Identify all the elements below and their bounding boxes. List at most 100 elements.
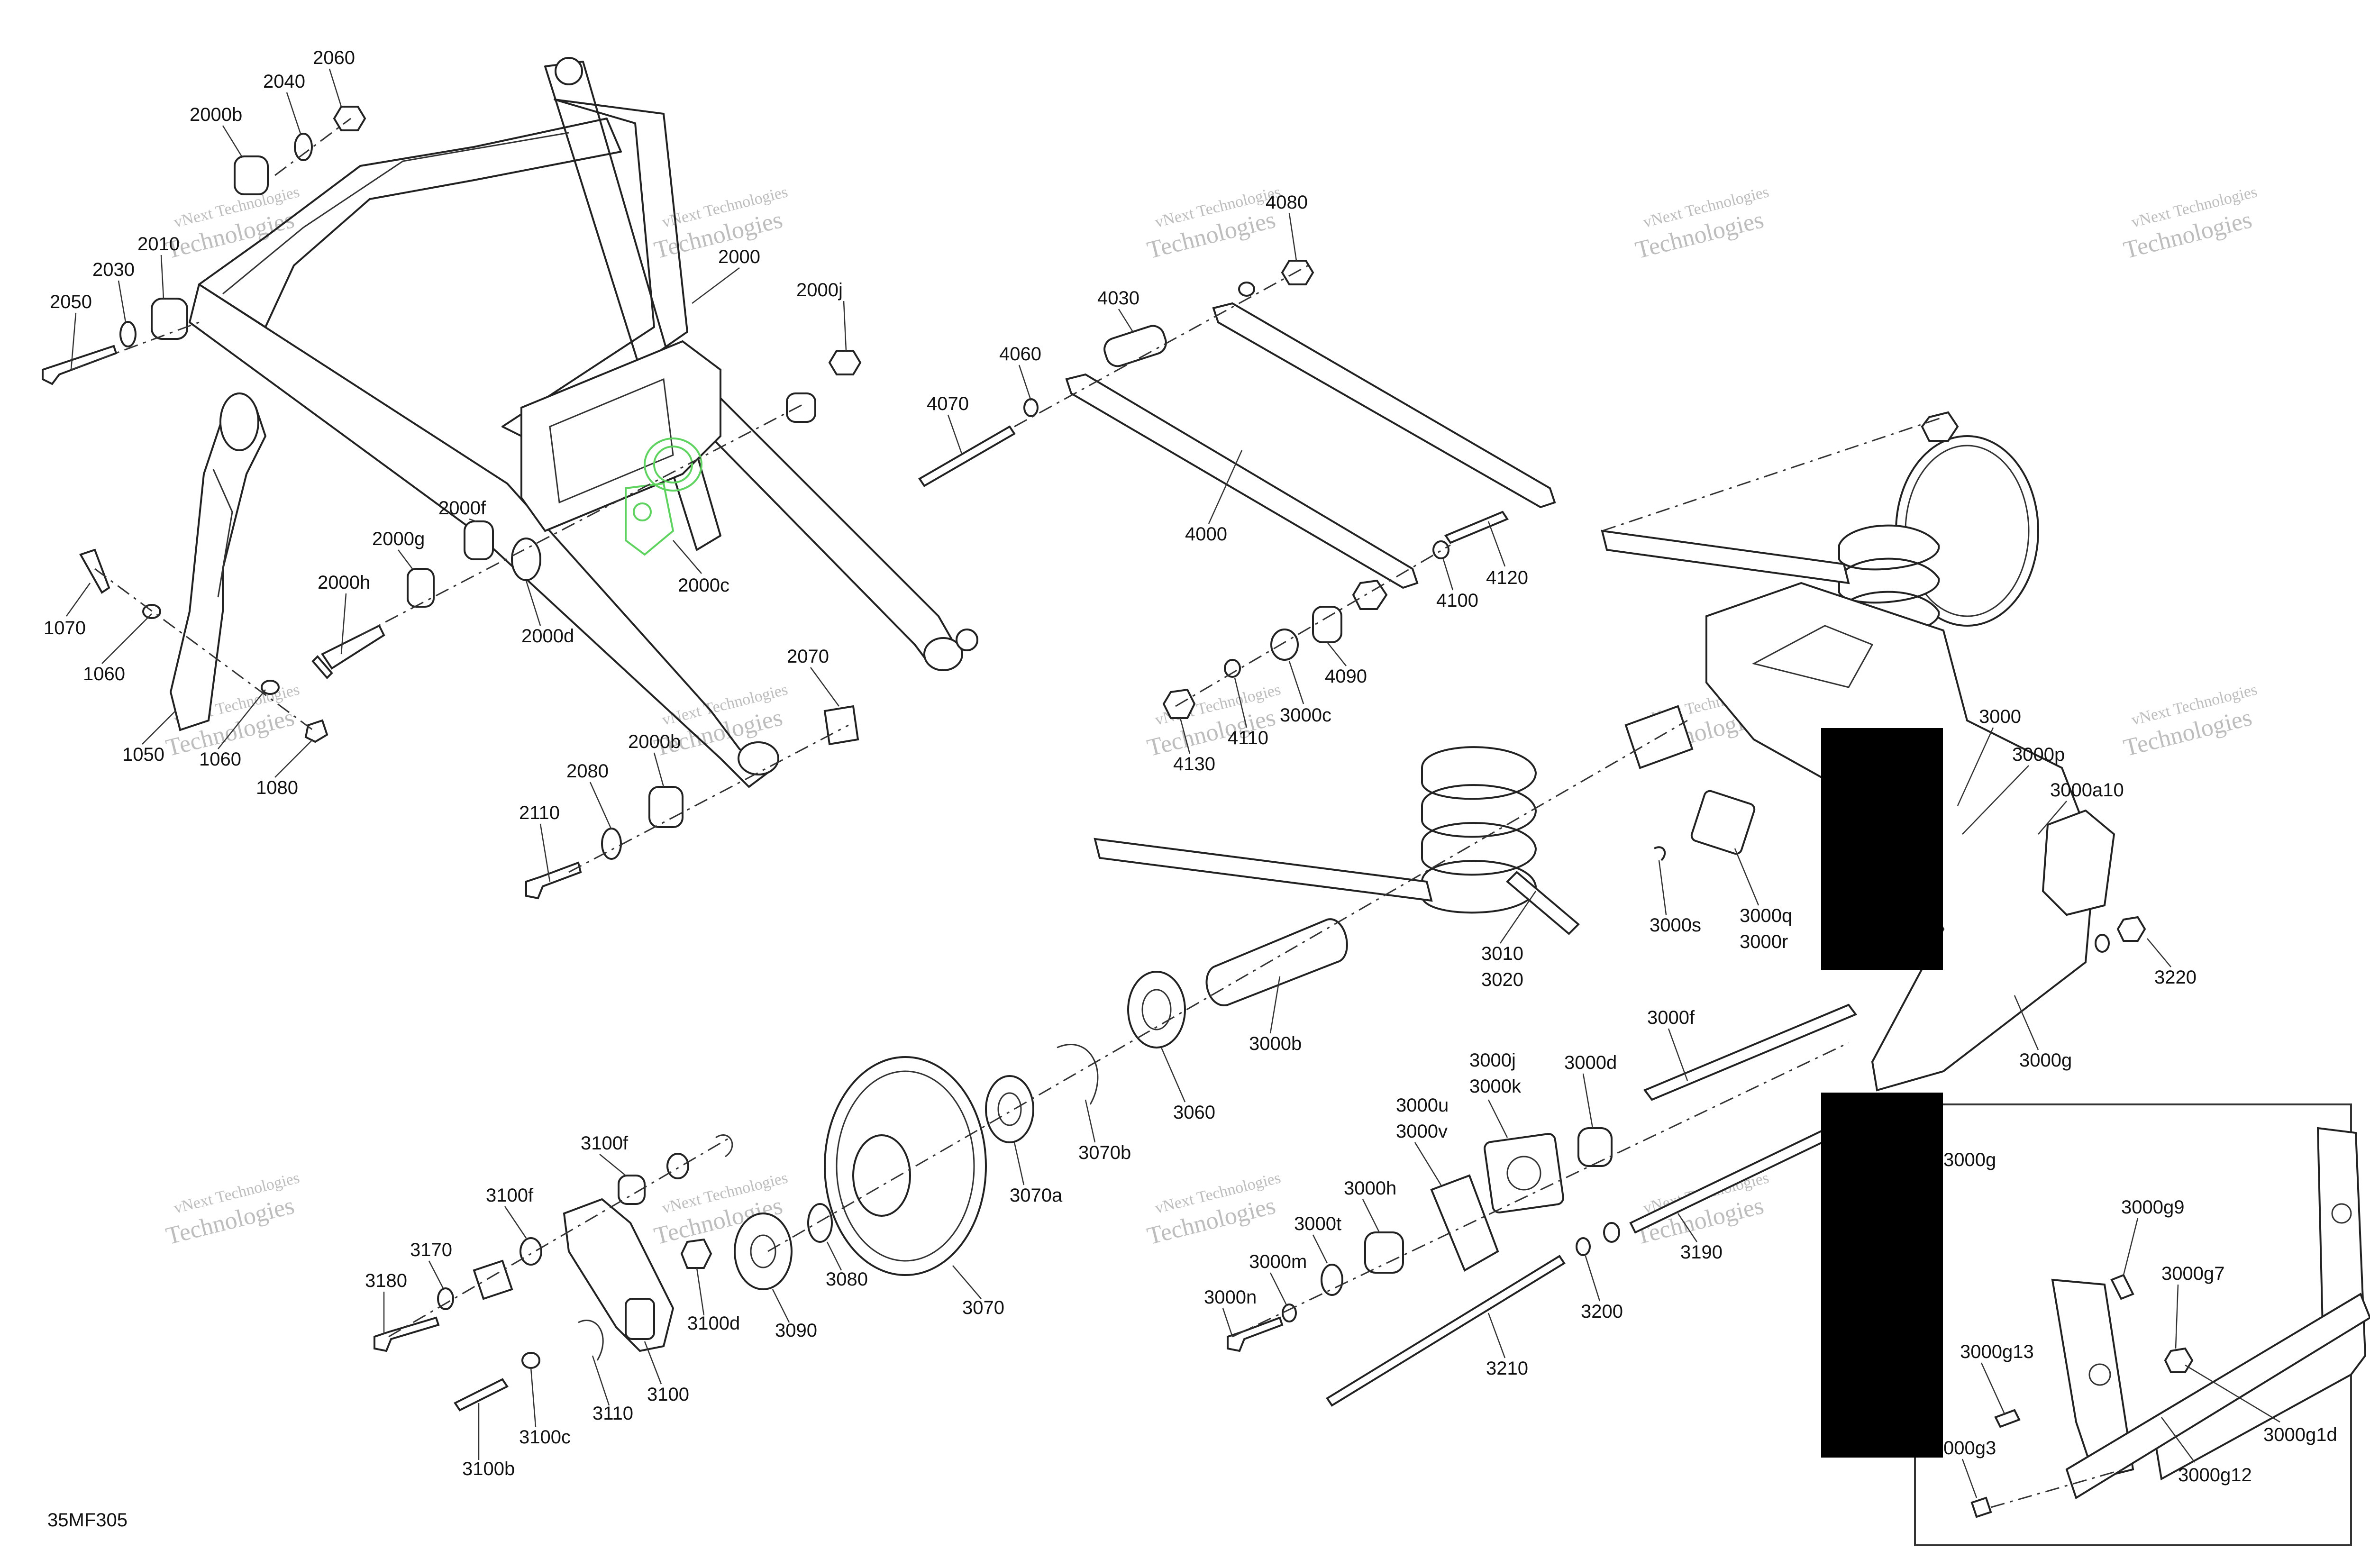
callout-4130: 4130 bbox=[1173, 754, 1215, 775]
callout-3110: 3110 bbox=[592, 1403, 633, 1424]
callout-2000f: 2000f bbox=[438, 498, 486, 519]
plate-3000u bbox=[1430, 1174, 1499, 1272]
callout-3000m: 3000m bbox=[1249, 1251, 1307, 1272]
callout-3000n: 3000n bbox=[1204, 1287, 1257, 1308]
washer-3220 bbox=[2095, 934, 2110, 953]
bushing-2000f bbox=[464, 520, 494, 560]
callout-2060: 2060 bbox=[313, 47, 355, 68]
callout-3100c: 3100c bbox=[519, 1427, 571, 1448]
callout-4000: 4000 bbox=[1185, 524, 1227, 545]
rear-arm-assembly bbox=[374, 411, 2146, 1412]
axis-line bbox=[1175, 544, 1451, 707]
idler-wheel-3070-hub bbox=[852, 1134, 911, 1217]
callout-2000h: 2000h bbox=[318, 572, 370, 593]
axis-line bbox=[1990, 1468, 2124, 1508]
callout-2110: 2110 bbox=[519, 802, 560, 823]
callout-3000q: 3000q bbox=[1740, 905, 1792, 926]
axis-line bbox=[388, 1137, 730, 1338]
callout-3210: 3210 bbox=[1486, 1358, 1528, 1379]
callout-2070: 2070 bbox=[787, 646, 829, 667]
washer-3100f-a bbox=[666, 1153, 689, 1179]
block-3000a10 bbox=[2042, 809, 2115, 916]
watermark: vNext Technologies Technologies bbox=[1633, 183, 1771, 264]
callout-1070: 1070 bbox=[44, 618, 86, 638]
callout-4120: 4120 bbox=[1486, 567, 1528, 588]
callout-3000g3: 000g3 bbox=[1943, 1438, 1996, 1459]
callout-3000r: 3000r bbox=[1740, 931, 1788, 952]
callout-2000d: 2000d bbox=[521, 626, 574, 647]
detail-inset-3000g bbox=[1914, 1103, 2370, 1546]
splined-hub-3100 bbox=[625, 1298, 655, 1340]
arm-eye-bottom bbox=[738, 741, 779, 775]
arm-eye-right bbox=[923, 637, 963, 671]
callout-3100b: 3100b bbox=[462, 1459, 515, 1479]
callout-3100f: 3100f bbox=[581, 1133, 629, 1154]
pedal-head bbox=[219, 392, 259, 451]
callout-2000b: 2000b bbox=[190, 104, 242, 125]
bushing-3170 bbox=[473, 1259, 513, 1300]
axis-line bbox=[767, 720, 1688, 1252]
idler-wheel-3070-rim bbox=[836, 1070, 975, 1262]
washer-4110 bbox=[1224, 659, 1241, 678]
bushing-2000b-low bbox=[648, 786, 684, 828]
callout-3100f: 3100f bbox=[486, 1185, 534, 1206]
linkage-rods bbox=[918, 260, 1556, 719]
nut-3000g1d bbox=[2164, 1347, 2194, 1373]
bushing-2070 bbox=[823, 705, 859, 746]
inset-hole bbox=[2331, 1203, 2352, 1224]
washer-3000c bbox=[1270, 629, 1299, 661]
rod-4000-lower bbox=[1065, 373, 1419, 589]
nut-3220 bbox=[2116, 916, 2146, 942]
callout-3070b: 3070b bbox=[1078, 1142, 1131, 1163]
callout-3000j: 3000j bbox=[1469, 1050, 1516, 1071]
clip-3110 bbox=[578, 1319, 604, 1361]
nut-2000j bbox=[828, 350, 862, 375]
rod-3000f bbox=[1643, 1003, 1858, 1101]
bearing-3060-inner bbox=[1141, 989, 1172, 1030]
callout-3220: 3220 bbox=[2154, 967, 2197, 988]
callout-3000t: 3000t bbox=[1294, 1213, 1341, 1234]
callout-2080: 2080 bbox=[566, 761, 609, 782]
nut-1080 bbox=[304, 719, 328, 743]
diagram-code: 35MF305 bbox=[47, 1510, 128, 1531]
callout-3000b: 3000b bbox=[1249, 1033, 1302, 1054]
bearing-3070a bbox=[985, 1075, 1034, 1143]
washer-3200 bbox=[1576, 1237, 1591, 1256]
grease-fitting-3000g9 bbox=[2110, 1274, 2134, 1300]
callout-3000g13: 3000g13 bbox=[1960, 1341, 2034, 1362]
redaction-box-lower bbox=[1821, 1093, 1943, 1458]
washer-3170 bbox=[437, 1287, 454, 1310]
axis-line bbox=[360, 402, 806, 636]
bolt-2000h bbox=[311, 624, 385, 679]
pedal-assembly bbox=[79, 392, 328, 743]
callout-1060: 1060 bbox=[83, 664, 125, 684]
callout-4100: 4100 bbox=[1436, 590, 1478, 611]
watermark: vNext Technologies Technologies bbox=[1633, 1169, 1771, 1250]
axis-line bbox=[568, 724, 849, 873]
spring-arm-right bbox=[1601, 529, 1850, 584]
bushing-3000d bbox=[1577, 1127, 1613, 1167]
callout-3000s: 3000s bbox=[1650, 915, 1701, 936]
watermark: vNext Technologies Technologies bbox=[164, 1169, 301, 1250]
front-arm-assembly bbox=[42, 57, 978, 900]
callout-4080: 4080 bbox=[1266, 192, 1308, 213]
callout-3010: 3010 bbox=[1481, 943, 1523, 964]
callout-3000u: 3000u bbox=[1396, 1095, 1449, 1116]
callout-3200: 3200 bbox=[1581, 1301, 1623, 1322]
spacer-2000g bbox=[407, 568, 435, 608]
bolt-2050 bbox=[42, 345, 118, 385]
callout-3100: 3100 bbox=[647, 1384, 689, 1405]
bolt-3180 bbox=[374, 1316, 440, 1352]
callout-2010: 2010 bbox=[137, 234, 180, 255]
watermark: vNext Technologies Technologies bbox=[2121, 681, 2259, 762]
spacer-4090 bbox=[1312, 606, 1342, 643]
callout-3080: 3080 bbox=[826, 1269, 868, 1290]
nut-4080 bbox=[1281, 260, 1314, 285]
callout-4030: 4030 bbox=[1097, 288, 1139, 309]
washer-4100 bbox=[1432, 540, 1449, 559]
pedal-slot bbox=[212, 469, 233, 598]
watermark: vNext Technologies Technologies bbox=[164, 183, 301, 264]
callout-2000: 2000 bbox=[718, 246, 760, 267]
callout-3060: 3060 bbox=[1173, 1102, 1215, 1123]
callout-4060: 4060 bbox=[999, 344, 1041, 365]
